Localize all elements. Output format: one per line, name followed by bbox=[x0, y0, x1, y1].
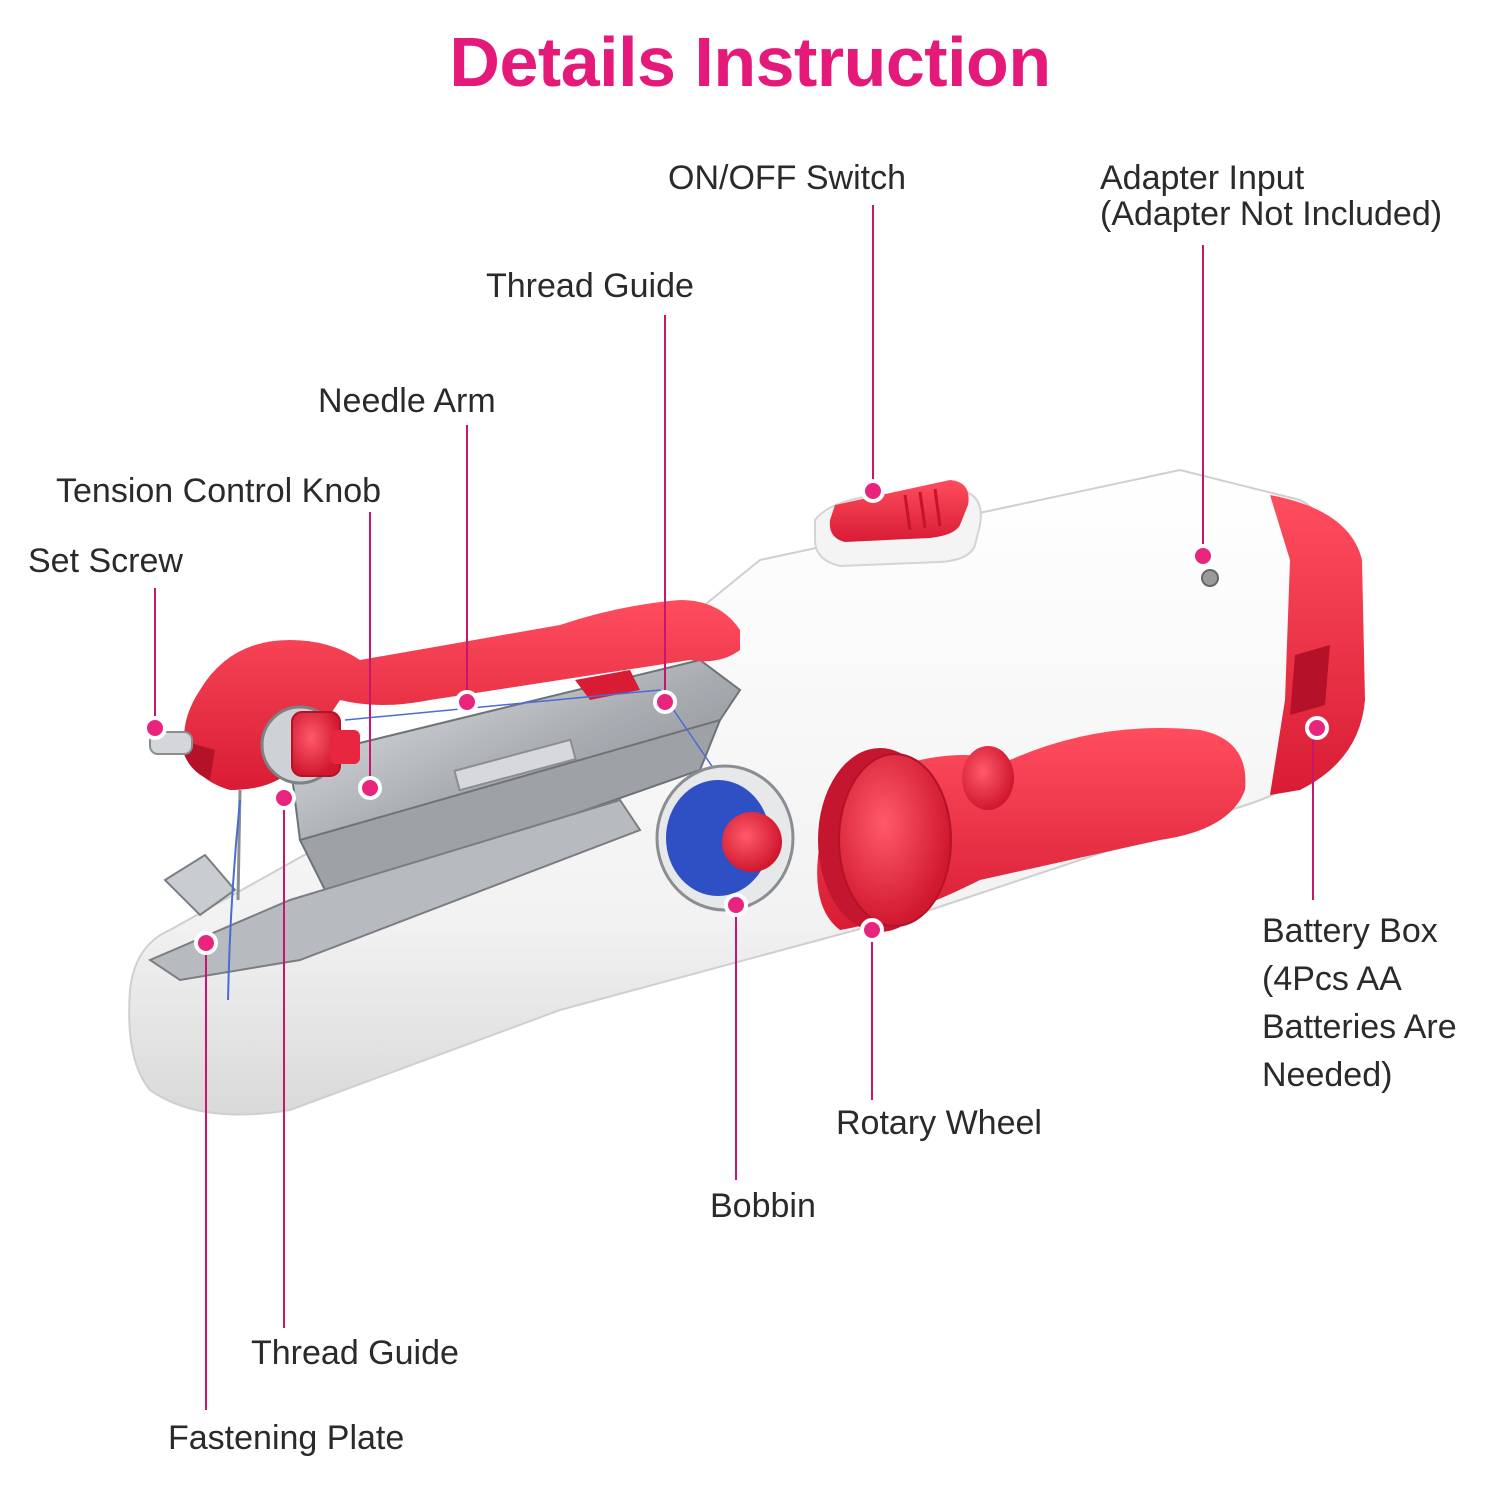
label-on-off-switch: ON/OFF Switch bbox=[668, 159, 907, 197]
label-set-screw: Set Screw bbox=[28, 542, 183, 580]
callout-dots bbox=[143, 479, 1329, 955]
page-title: Details Instruction bbox=[449, 23, 1051, 101]
label-fastening-plate: Fastening Plate bbox=[168, 1419, 405, 1457]
rotary-wheel bbox=[818, 748, 952, 932]
label-thread-guide-top: Thread Guide bbox=[486, 267, 694, 305]
on-off-switch-housing bbox=[814, 480, 982, 568]
label-rotary-wheel: Rotary Wheel bbox=[836, 1104, 1042, 1142]
label-thread-guide-bottom: Thread Guide bbox=[251, 1334, 459, 1372]
bobbin bbox=[655, 764, 795, 912]
label-adapter-input: Adapter Input (Adapter Not Included) bbox=[1100, 159, 1443, 233]
tension-knob bbox=[260, 705, 360, 785]
label-needle-arm: Needle Arm bbox=[318, 382, 496, 420]
adapter-port bbox=[1201, 569, 1219, 587]
label-battery-box: Battery Box (4Pcs AA Batteries Are Neede… bbox=[1262, 912, 1457, 1094]
label-bobbin: Bobbin bbox=[710, 1187, 816, 1225]
label-tension-control-knob: Tension Control Knob bbox=[56, 472, 382, 510]
metal-mechanism bbox=[147, 658, 742, 982]
leader-lines bbox=[154, 205, 1314, 1410]
